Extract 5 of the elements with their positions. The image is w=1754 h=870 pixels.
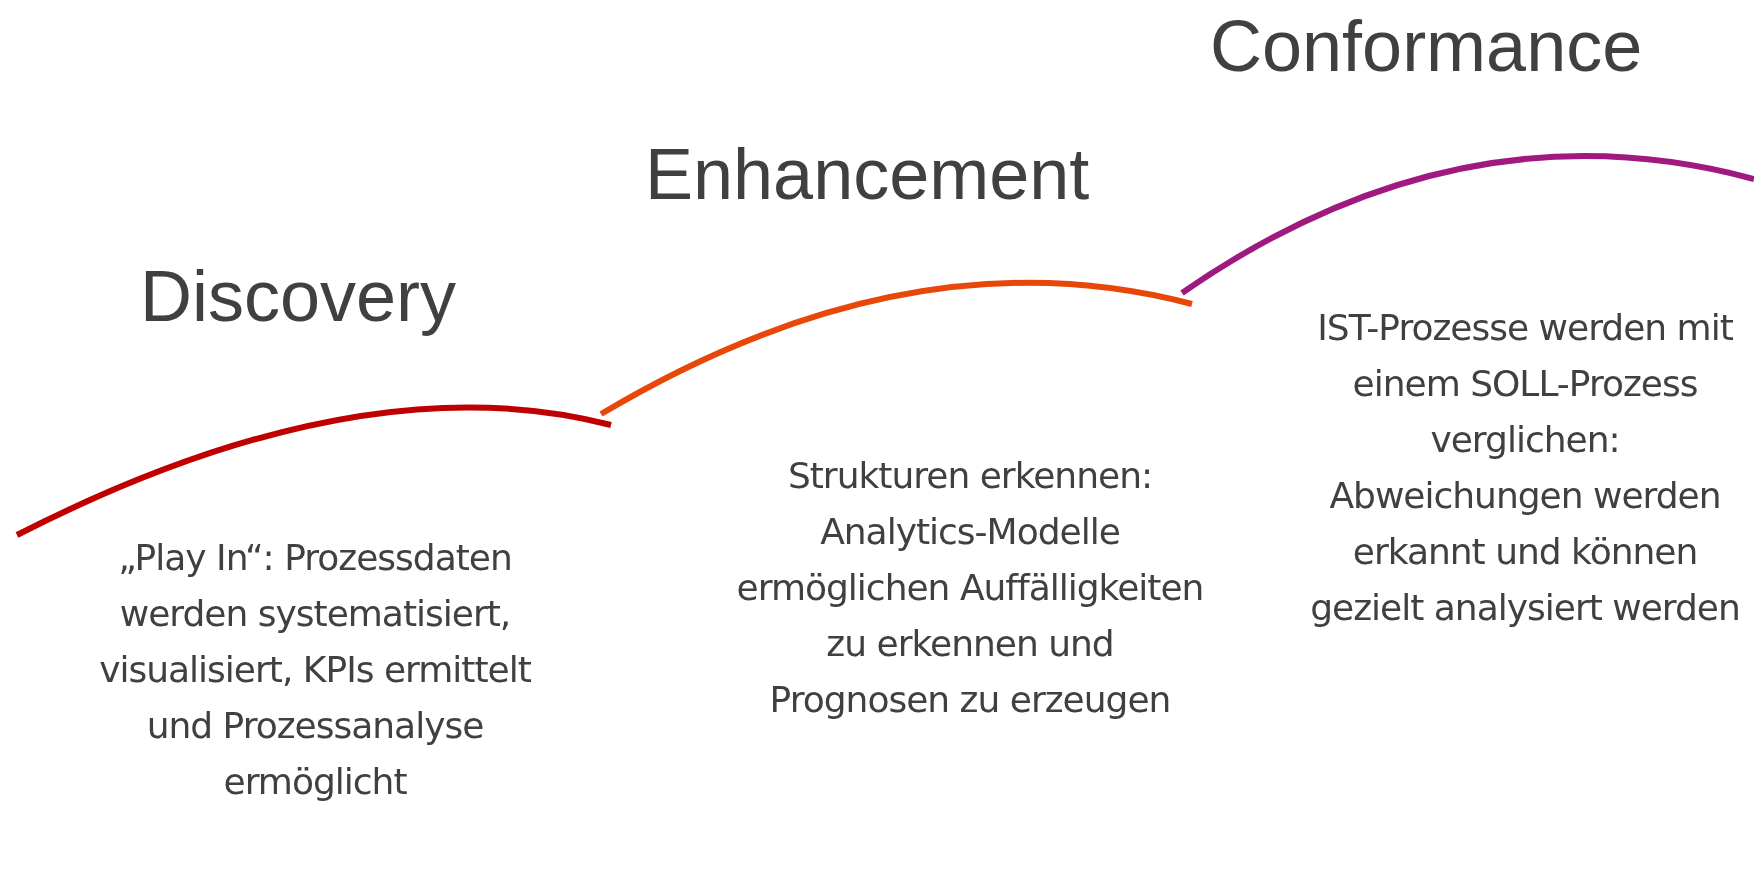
stage-description: „Play In“: Prozessdaten werden systematisiert, visualisiert, KPIs ermittelt und Prozessanalyse ermöglicht: [98, 536, 532, 804]
stage-title: Conformance: [1210, 10, 1643, 82]
stage-title: Enhancement: [645, 138, 1090, 210]
stage-description: Strukturen erkennen: Analytics-Modelle ermöglichen Auffälligkeiten zu erkennen und Prognosen zu erzeugen: [735, 454, 1205, 722]
stage-description: IST-Prozesse werden mit einem SOLL-Prozess verglichen: Abweichungen werden erkannt und können gezielt analysiert werden: [1309, 306, 1741, 630]
